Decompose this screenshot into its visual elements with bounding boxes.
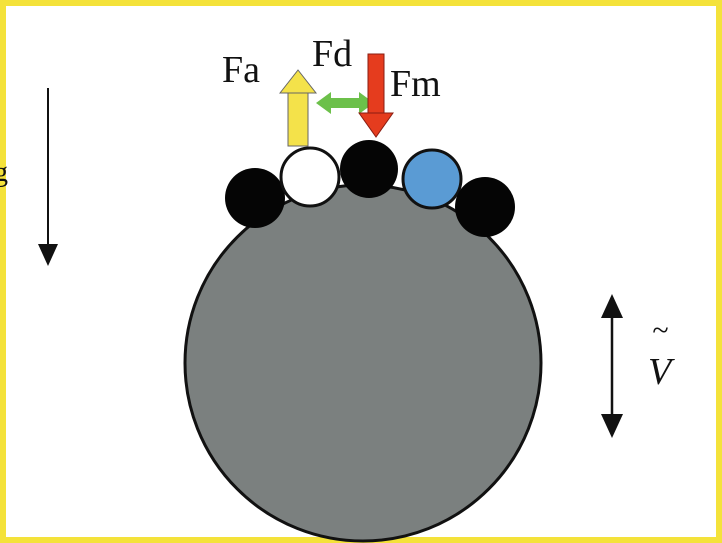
particle-blue: [401, 148, 463, 210]
fa-arrow-icon: [278, 69, 318, 147]
down-arrow-icon: [38, 88, 58, 266]
double-vertical-arrow-icon: [601, 294, 623, 438]
particle-white: [279, 146, 341, 208]
particle-black-center: [340, 140, 398, 198]
fm-label: Fm: [390, 63, 441, 105]
velocity-tilde-label: ~: [652, 314, 668, 347]
velocity-label: V: [648, 351, 675, 393]
particle-black-left: [225, 168, 285, 228]
fm-arrow-icon: [358, 53, 394, 138]
drum-circle: [183, 183, 543, 543]
particle-black-right: [455, 177, 515, 237]
fa-label: Fa: [222, 49, 260, 91]
left-partial-label: g: [0, 157, 8, 188]
fd-double-arrow-icon: [316, 92, 374, 114]
fd-label: Fd: [312, 33, 352, 75]
